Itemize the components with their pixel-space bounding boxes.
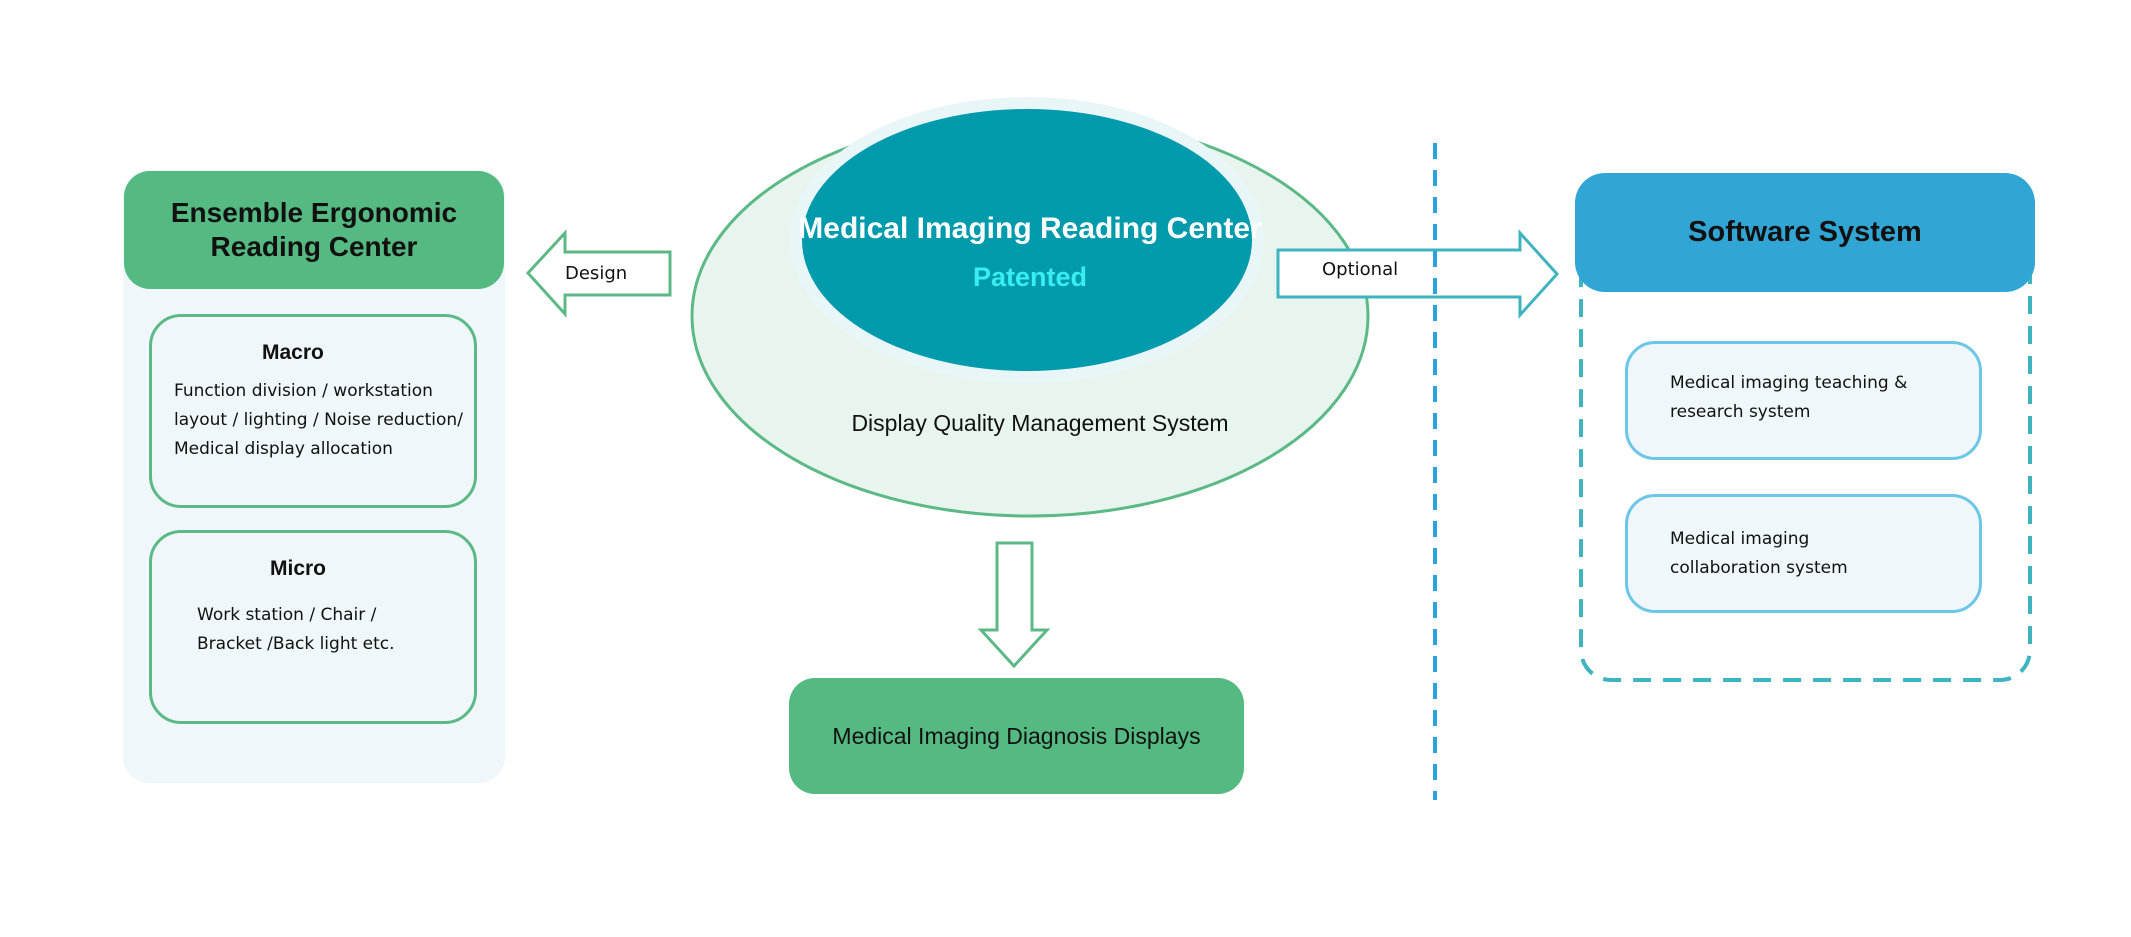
software-item-card: Medical imaging collaboration system — [1625, 494, 1982, 613]
micro-text: Work station / Chair / Bracket /Back lig… — [197, 601, 395, 659]
macro-title: Macro — [262, 341, 324, 364]
software-item-text: Medical imaging collaboration system — [1670, 525, 1848, 583]
software-item-card: Medical imaging teaching & research syst… — [1625, 341, 1982, 460]
micro-title: Micro — [270, 557, 327, 580]
design-arrow-label: Design — [565, 263, 628, 284]
macro-line: Medical display allocation — [174, 439, 393, 459]
macro-line: Function division / workstation — [174, 381, 433, 401]
software-system-title: Software System — [1575, 173, 2035, 292]
software-item-line: Medical imaging — [1670, 529, 1810, 549]
display-quality-label: Display Quality Management System — [851, 410, 1229, 436]
design-arrow — [525, 229, 672, 318]
diagnosis-displays-box: Medical Imaging Diagnosis Displays — [789, 678, 1244, 794]
micro-line: Work station / Chair / — [197, 605, 377, 625]
software-item-line: collaboration system — [1670, 558, 1848, 578]
macro-text: Function division / workstation layout /… — [174, 377, 463, 464]
software-item-line: Medical imaging teaching & — [1670, 373, 1908, 393]
micro-card: Micro Work station / Chair / Bracket /Ba… — [149, 530, 477, 724]
macro-line: layout / lighting / Noise reduction/ — [174, 410, 463, 430]
micro-line: Bracket /Back light etc. — [197, 634, 395, 654]
optional-arrow-label: Optional — [1322, 259, 1399, 280]
software-item-text: Medical imaging teaching & research syst… — [1670, 369, 1907, 427]
optional-arrow — [1276, 229, 1560, 319]
center-subtitle: Patented — [972, 262, 1088, 292]
center-title: Medical Imaging Reading Center — [798, 212, 1262, 245]
down-arrow — [977, 541, 1051, 669]
inner-ellipse — [802, 109, 1252, 371]
macro-card: Macro Function division / workstation la… — [149, 314, 477, 508]
left-panel-title: Ensemble Ergonomic Reading Center — [124, 171, 504, 289]
software-item-line: research system — [1670, 402, 1811, 422]
